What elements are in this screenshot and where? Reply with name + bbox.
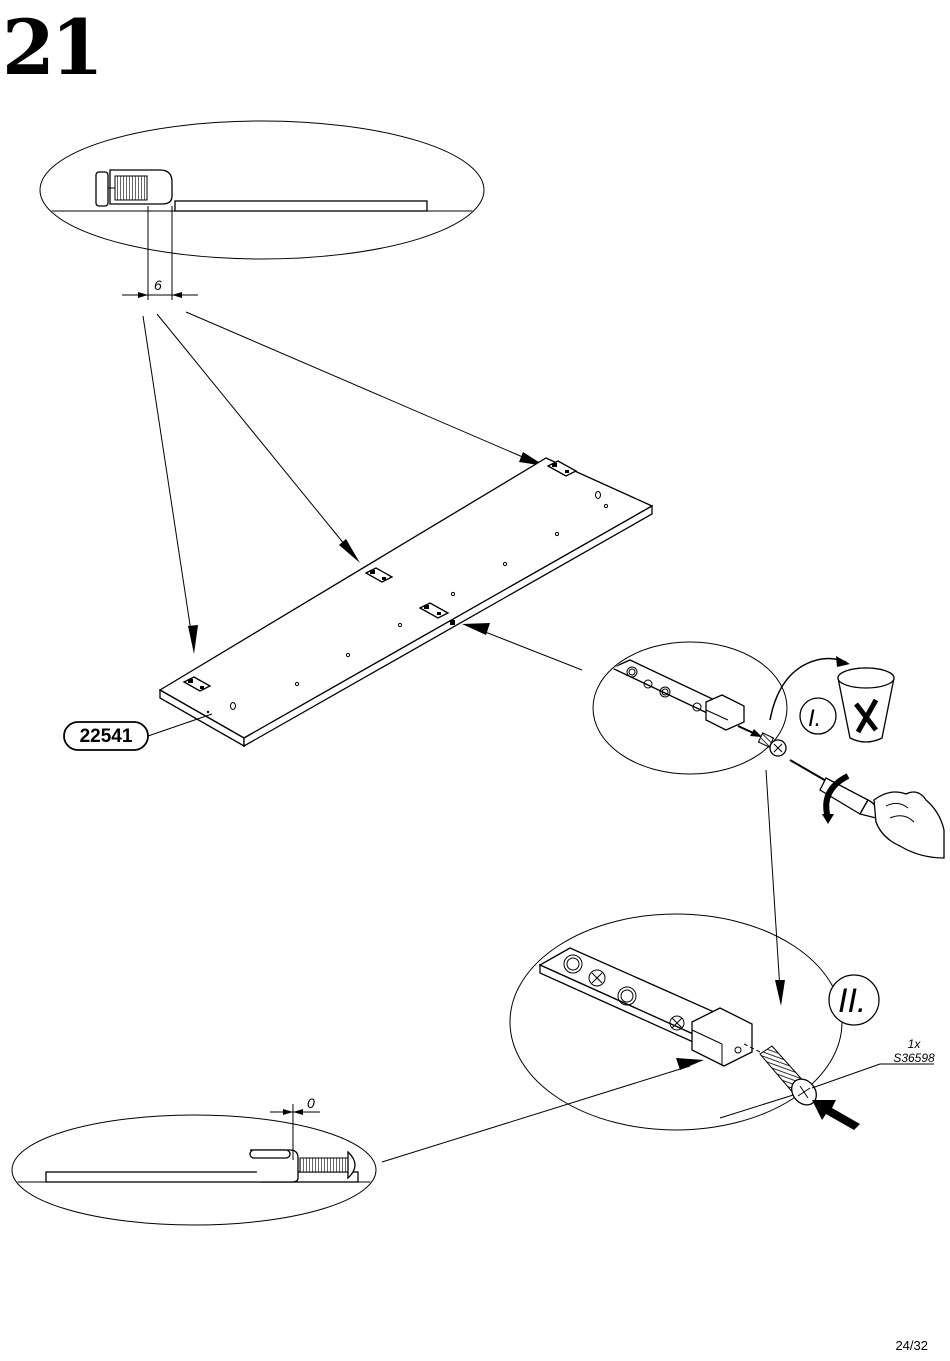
part-label: 22541 <box>64 714 212 750</box>
detail-step-one: I. <box>462 623 944 1006</box>
hardware-code: S36598 <box>893 1051 935 1065</box>
shelf-panel <box>160 458 652 746</box>
screwdriver-icon <box>790 760 877 824</box>
step-one-label: I. <box>808 705 821 732</box>
detail-step-two: II. 1x S36598 <box>382 914 935 1162</box>
dimension-top-label: 6 <box>154 277 162 293</box>
dimension-top: 6 <box>122 206 198 300</box>
discard-cup-icon <box>838 668 894 742</box>
hardware-quantity: 1x <box>908 1037 922 1051</box>
detail-top-ellipse <box>30 121 500 259</box>
part-number: 22541 <box>80 726 133 747</box>
page-number: 24/32 <box>895 1338 928 1353</box>
step-two-label: II. <box>838 982 866 1020</box>
dimension-bottom-label: 0 <box>307 1095 315 1111</box>
detail-bottom-ellipse <box>10 1115 380 1225</box>
hand-icon <box>874 792 944 858</box>
